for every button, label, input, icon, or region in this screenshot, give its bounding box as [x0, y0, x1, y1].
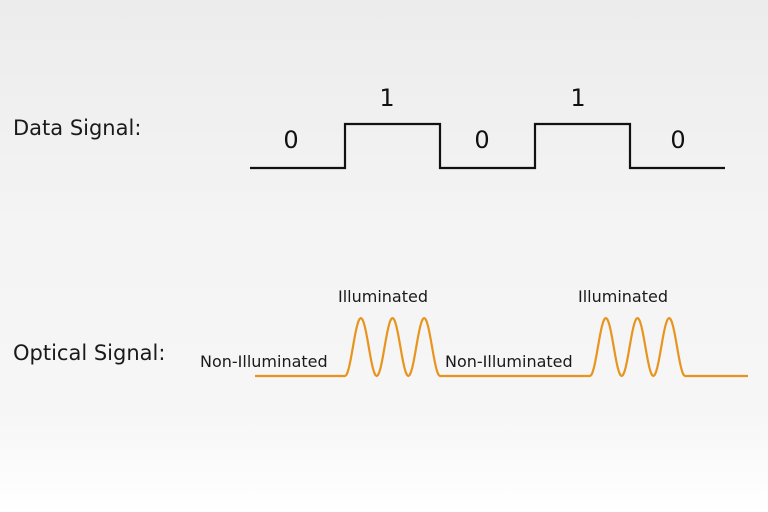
optical-signal-label: Optical Signal: [13, 341, 166, 365]
optical-state-label-2: Non-Illuminated [445, 352, 573, 371]
bit-label-0: 0 [283, 126, 298, 154]
bit-label-1: 1 [379, 84, 394, 112]
optical-state-label-0: Non-Illuminated [200, 352, 328, 371]
bit-label-3: 1 [570, 84, 585, 112]
data-signal-label: Data Signal: [13, 116, 142, 140]
bit-label-4: 0 [670, 126, 685, 154]
optical-state-label-1: Illuminated [338, 287, 428, 306]
optical-state-label-3: Illuminated [578, 287, 668, 306]
bit-label-2: 0 [474, 126, 489, 154]
optical-signal-waveform [255, 316, 748, 378]
data-signal-waveform [250, 122, 725, 170]
